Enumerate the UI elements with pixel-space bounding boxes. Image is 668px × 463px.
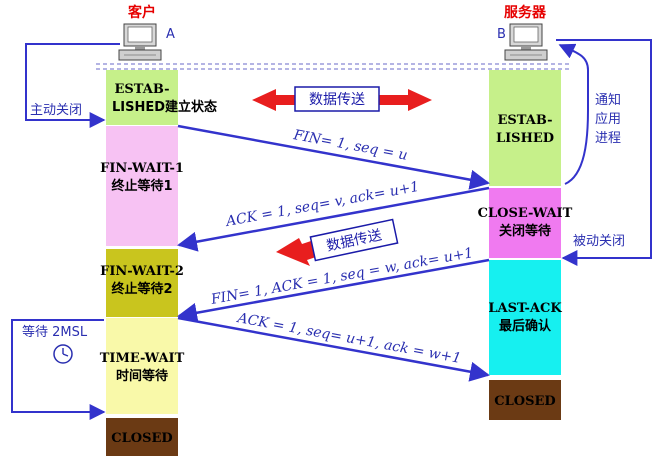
wait-2msl-arrow: [11, 319, 106, 420]
data-transfer-label-1: 数据传送: [309, 92, 365, 108]
clock-icon: [53, 344, 73, 364]
client-time-wait-label: TIME-WAIT: [100, 351, 185, 366]
client-time-wait-box: [106, 318, 178, 414]
notify-app-label-1: 通知: [595, 92, 621, 108]
server-last-ack-box: [489, 260, 561, 375]
active-close-label: 主动关闭: [30, 103, 82, 118]
client-time-wait-cn: 时间等待: [116, 368, 168, 384]
server-closed-label: CLOSED: [494, 394, 555, 409]
client-title: 客户: [127, 4, 156, 21]
active-close-arrow: [25, 43, 120, 128]
client-closed-box: [106, 418, 178, 456]
notify-app-label-3: 进程: [595, 131, 621, 146]
client-established-label-1: ESTAB-: [115, 82, 170, 97]
server-established-label-2: LISHED: [496, 131, 554, 146]
client-fin-wait-2-label: FIN-WAIT-2: [100, 264, 184, 279]
server-close-wait-box: [489, 188, 561, 258]
server-title: 服务器: [504, 4, 547, 21]
client-fin-wait-2-box: [106, 249, 178, 317]
client-fin-wait-1-label: FIN-WAIT-1: [100, 161, 184, 176]
client-established-box: [106, 70, 178, 125]
server-established-label-1: ESTAB-: [498, 113, 553, 128]
server-close-wait-label: CLOSE-WAIT: [478, 206, 573, 221]
server-closed-box: [489, 380, 561, 420]
ack1-arrow: [177, 186, 490, 252]
server-last-ack-cn: 最后确认: [499, 318, 552, 334]
fin1-arrow: [177, 124, 490, 190]
data-transfer-box-2: [309, 218, 399, 262]
client-established-label-2: LISHED建立状态: [112, 99, 217, 115]
passive-close-label: 被动关闭: [573, 234, 625, 249]
client-fin-wait-1-cn: 终止等待1: [111, 178, 172, 194]
client-computer-icon: [118, 23, 162, 61]
server-established-box: [489, 70, 561, 186]
passive-close-arrow: [556, 39, 652, 266]
server-close-wait-cn: 关闭等待: [499, 223, 551, 239]
data-transfer-box-1: [294, 86, 380, 112]
notify-app-arrow: [558, 43, 589, 185]
fin2-arrow: [177, 258, 490, 323]
client-fin-wait-2-cn: 终止等待2: [111, 281, 172, 297]
wait-2msl-label: 等待 2MSL: [22, 324, 88, 340]
ack2-label: ACK = 1, seq= u+1, ack = w+1: [234, 310, 462, 367]
client-fin-wait-1-box: [106, 126, 178, 246]
client-tag: A: [166, 27, 175, 42]
server-computer-icon: [504, 23, 548, 61]
server-last-ack-label: LAST-ACK: [488, 301, 562, 316]
notify-app-label-2: 应用: [595, 111, 621, 127]
client-closed-label: CLOSED: [111, 431, 172, 446]
server-tag: B: [497, 27, 506, 42]
ack2-arrow: [177, 316, 490, 382]
